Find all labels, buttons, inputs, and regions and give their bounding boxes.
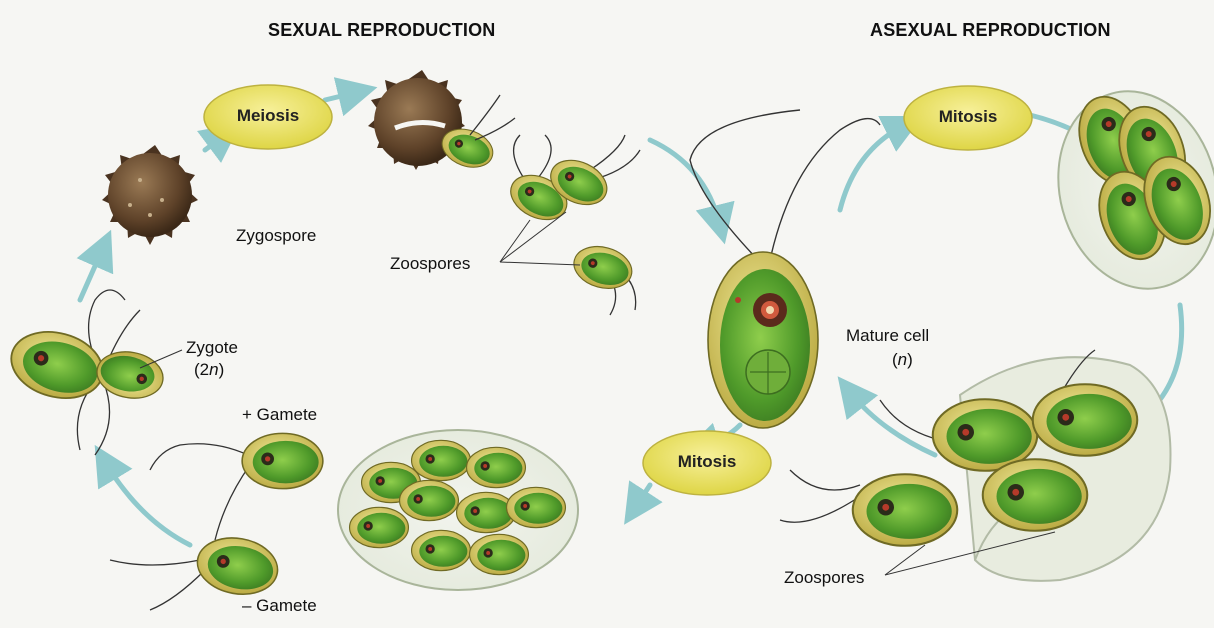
sexual-zoospores-label: Zoospores bbox=[390, 254, 470, 274]
gamete-sac-graphic bbox=[338, 430, 578, 590]
mitosis-bottom-label: Mitosis bbox=[643, 452, 771, 472]
zygote-label: Zygote bbox=[186, 338, 238, 358]
asexual-sporangium-bottom-graphic bbox=[780, 350, 1171, 581]
mature-cell-ploidy-label: (n) bbox=[892, 350, 913, 370]
asexual-zoospores-label: Zoospores bbox=[784, 568, 864, 588]
mitosis-top-label: Mitosis bbox=[904, 107, 1032, 127]
plus-gamete-label: + Gamete bbox=[242, 405, 317, 425]
plus-gamete-graphic bbox=[150, 433, 323, 540]
meiosis-label: Meiosis bbox=[204, 106, 332, 126]
zygote-graphic bbox=[4, 290, 182, 455]
sexual-reproduction-title: SEXUAL REPRODUCTION bbox=[268, 20, 496, 41]
zygospore-label: Zygospore bbox=[236, 226, 316, 246]
zygote-ploidy-label: (2n) bbox=[194, 360, 224, 380]
zygospore-graphic bbox=[102, 145, 198, 245]
asexual-sporangium-top-graphic bbox=[1037, 73, 1214, 307]
minus-gamete-label: – Gamete bbox=[242, 596, 317, 616]
mature-cell-graphic bbox=[690, 110, 880, 428]
asexual-reproduction-title: ASEXUAL REPRODUCTION bbox=[870, 20, 1111, 41]
mature-cell-label: Mature cell bbox=[846, 326, 929, 346]
sexual-zoospores-graphic bbox=[500, 135, 640, 315]
cracked-zygospore-graphic bbox=[368, 70, 515, 174]
